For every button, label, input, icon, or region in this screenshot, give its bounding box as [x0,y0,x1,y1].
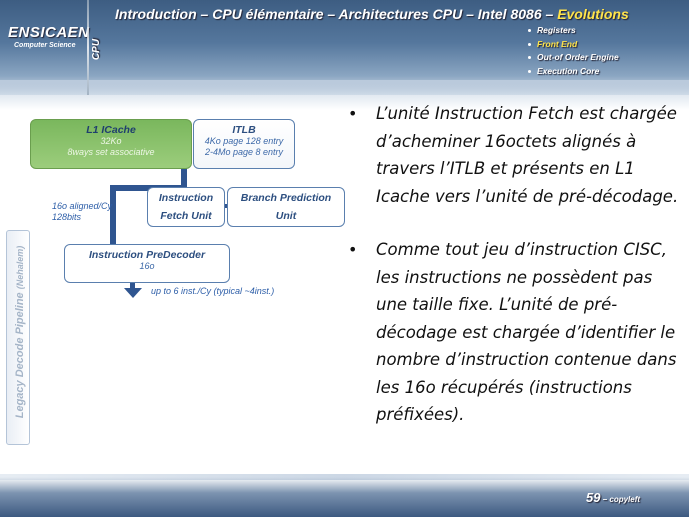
logo-subtitle: Computer Science [14,42,75,49]
itlb-box: ITLB 4Ko page 128 entry 2-4Mo page 8 ent… [193,119,295,169]
page-number-value: 59 [586,490,600,505]
page-number: 59 – copyleft [586,490,640,505]
itlb-large-pages: 2-4Mo page 8 entry [194,147,294,158]
subtopic-label: Execution Core [537,66,599,76]
subtopic-item: Out-of Order Engine [528,51,619,65]
subtopic-label: Registers [537,25,576,35]
section-label: CPU [91,39,102,60]
slide-title: Introduction – CPU élémentaire – Archite… [115,6,629,22]
subtopic-item: Execution Core [528,65,619,79]
pipeline-label-small: (Nehalem) [15,246,25,290]
fetch-unit-title-2: Fetch Unit [148,209,224,224]
pipeline-label-main: Legacy Decode Pipeline [14,292,26,418]
itlb-title: ITLB [194,124,294,136]
fetch-bandwidth-label: 16o aligned/Cy 128bits [52,201,112,223]
header-divider [87,0,89,95]
bullet-text: L’unité Instruction Fetch est chargée d’… [376,104,678,206]
bullet-dot-icon [528,29,531,32]
bullet-icon: • [348,236,357,264]
branch-prediction-unit-box: Branch Prediction Unit [227,187,345,227]
subtopic-label: Out-of Order Engine [537,52,619,62]
l1-icache-size: 32Ko [31,136,191,147]
bullet-icon: • [348,100,357,128]
aligned-label-2: 128bits [52,212,81,222]
content-bullet: • L’unité Instruction Fetch est chargée d… [345,100,680,210]
content-bullet: • Comme tout jeu d’instruction CISC, les … [345,236,680,429]
predecoder-title: Instruction PreDecoder [65,249,229,261]
copyleft-label: – copyleft [600,495,640,504]
subtopic-item-active: Front End [528,38,619,52]
predecode-output-label: up to 6 inst./Cy (typical ~4inst.) [151,286,274,297]
instruction-predecoder-box: Instruction PreDecoder 16o [64,244,230,283]
content-bullet-list: • L’unité Instruction Fetch est chargée d… [345,100,680,429]
bullet-dot-icon [528,70,531,73]
bullet-text: Comme tout jeu d’instruction CISC, les i… [376,240,676,424]
subtopic-list: Registers Front End Out-of Order Engine … [528,24,619,78]
title-path: Introduction – CPU élémentaire – Archite… [115,6,557,22]
itlb-small-pages: 4Ko page 128 entry [194,136,294,147]
branch-unit-title-1: Branch Prediction [228,191,344,206]
l1-icache-assoc: 8ways set associative [31,147,191,158]
title-highlight: Evolutions [557,6,629,22]
l1-icache-box: L1 ICache 32Ko 8ways set associative [30,119,192,169]
subtopic-label: Front End [537,39,577,49]
ensicaen-logo: ENSICAEN [8,24,90,41]
bullet-dot-icon [528,56,531,59]
pipeline-side-label: Legacy Decode Pipeline (Nehalem) [14,212,26,452]
l1-icache-title: L1 ICache [31,124,191,136]
subtopic-item: Registers [528,24,619,38]
branch-unit-title-2: Unit [228,209,344,224]
instruction-fetch-unit-box: Instruction Fetch Unit [147,187,225,227]
fetch-unit-title-1: Instruction [148,191,224,206]
aligned-label-1: 16o aligned/Cy [52,201,112,211]
bullet-dot-icon [528,43,531,46]
predecoder-width: 16o [65,261,229,272]
down-arrow-icon [124,288,142,299]
